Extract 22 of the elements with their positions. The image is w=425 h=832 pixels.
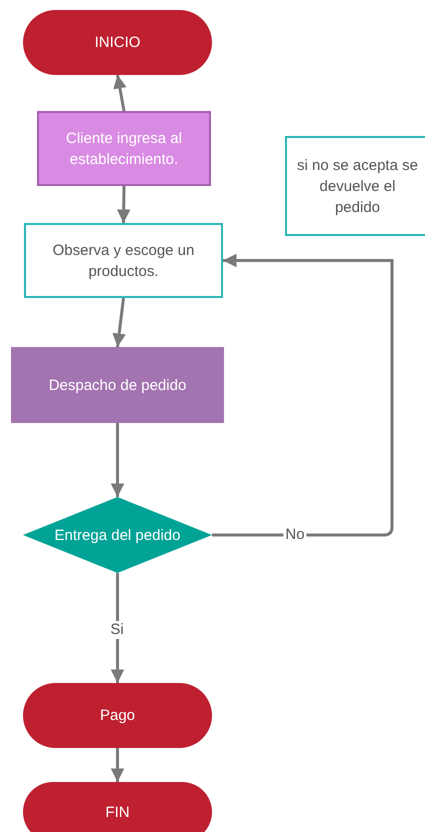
arrow bbox=[110, 748, 124, 782]
arrow bbox=[116, 186, 130, 224]
process-box bbox=[24, 223, 223, 298]
node-label: INICIO bbox=[94, 33, 140, 53]
note-box bbox=[285, 136, 425, 236]
node-label: si no se acepta se devuelve el pedido bbox=[296, 156, 419, 218]
arrow bbox=[110, 423, 124, 497]
arrow bbox=[112, 298, 126, 348]
decision-diamond bbox=[23, 497, 212, 573]
node-label: Entrega del pedido bbox=[54, 526, 180, 546]
end-terminal bbox=[23, 782, 212, 832]
arrow bbox=[110, 573, 124, 683]
arrow bbox=[212, 254, 394, 536]
node-label: Pago bbox=[100, 706, 136, 726]
arrow bbox=[113, 74, 127, 112]
edge-label: Si bbox=[108, 621, 126, 639]
node-label: Observa y escoge un productos. bbox=[52, 240, 196, 282]
node-label: FIN bbox=[105, 802, 130, 822]
node-label: Despacho de pedido bbox=[48, 376, 186, 396]
node-label: Cliente ingresa al establecimiento. bbox=[65, 128, 183, 170]
process-box bbox=[37, 111, 211, 186]
process-box bbox=[11, 347, 224, 423]
